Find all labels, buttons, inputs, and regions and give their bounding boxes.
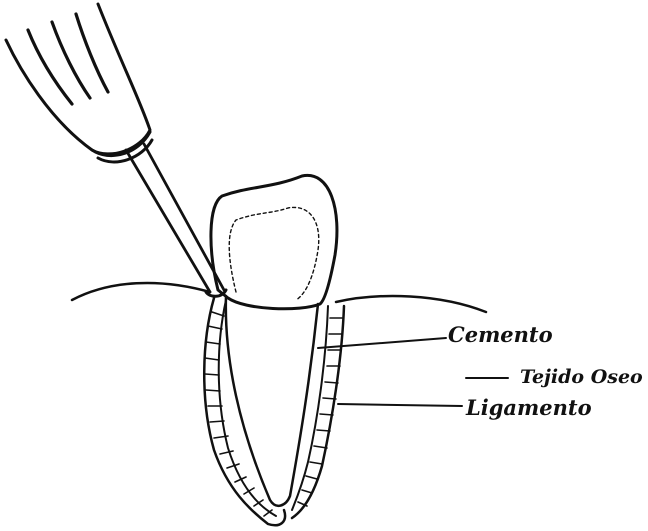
label-tejido-oseo: Tejido Oseo — [520, 368, 643, 387]
ligament-right-inner — [292, 306, 328, 510]
probe-handle-grooves — [28, 14, 108, 104]
probe-collar — [92, 132, 152, 162]
leader-cemento — [318, 338, 446, 348]
crown-enamel-line — [229, 207, 319, 300]
gum-line-right — [336, 296, 486, 312]
label-ligamento: Ligamento — [466, 397, 592, 418]
label-cemento: Cemento — [448, 324, 553, 345]
probe-shaft — [126, 144, 224, 292]
gum-line-left — [72, 283, 210, 300]
leader-ligamento — [338, 404, 462, 406]
ligament-left-hatch — [205, 312, 272, 516]
ligament-left-outer — [204, 298, 285, 525]
